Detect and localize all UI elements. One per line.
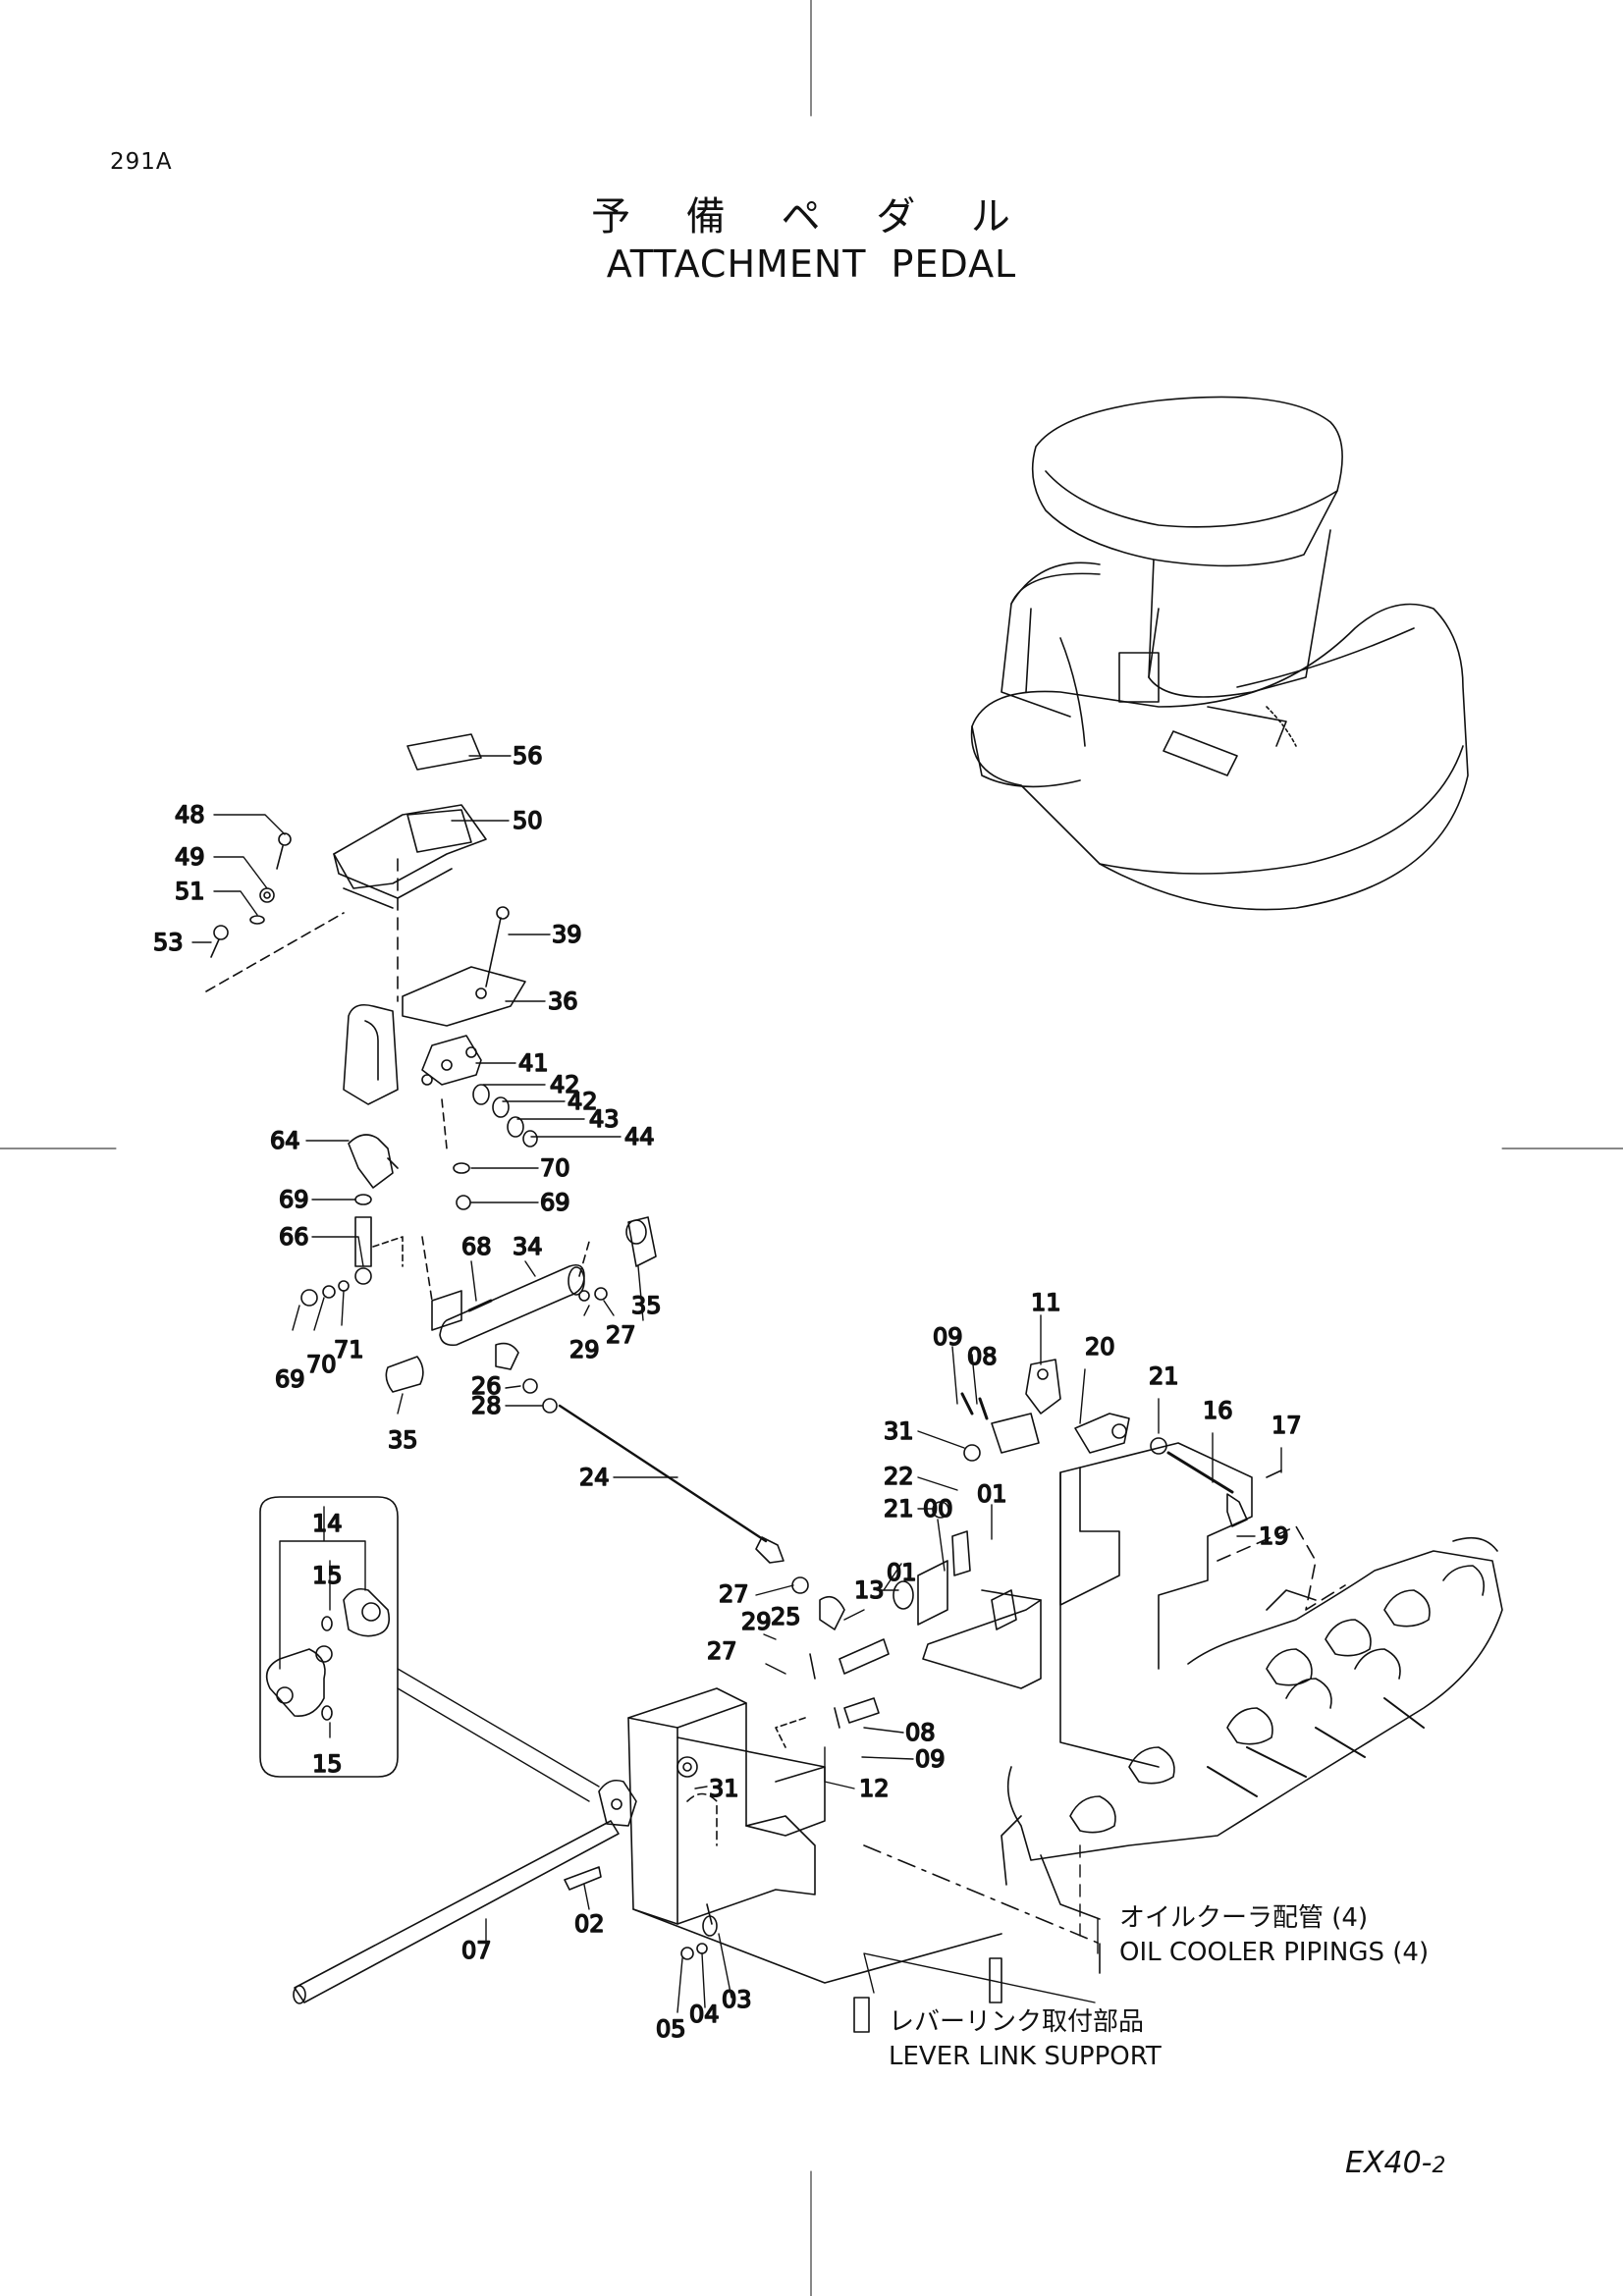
callout-02: 02 [574,1910,605,1938]
callout-13: 13 [854,1576,885,1604]
callout-12: 12 [859,1775,890,1802]
callout-27: 27 [719,1580,749,1608]
callout-69: 69 [540,1189,570,1216]
callout-44: 44 [624,1123,655,1150]
callout-01: 01 [977,1480,1007,1508]
callout-07: 07 [461,1937,492,1964]
callout-39: 39 [552,921,582,948]
note-lever-link-support: LEVER LINK SUPPORT [889,2042,1162,2071]
callout-03: 03 [722,1986,752,2013]
callout-19: 19 [1259,1522,1289,1550]
callout-21: 21 [884,1495,914,1522]
callout-70: 70 [540,1154,570,1182]
callout-27: 27 [606,1321,636,1349]
reference-notes: オイルクーラ配管 (4) OIL COOLER PIPINGS (4) レバーリ… [889,1903,1429,2071]
detail-inset-bearing [259,1496,600,1802]
callout-28: 28 [471,1392,502,1419]
callout-04: 04 [689,2001,720,2028]
callout-36: 36 [548,988,578,1015]
callout-01: 01 [887,1559,917,1586]
callout-42: 42 [550,1071,580,1098]
callout-08: 08 [905,1719,936,1746]
control-valve-assembly [1001,1442,1503,1920]
note-oil-cooler-japanese: オイルクーラ配管 (4) [1119,1903,1368,1933]
callout-11: 11 [1031,1289,1061,1316]
callout-31: 31 [884,1417,914,1445]
callout-43: 43 [589,1105,620,1133]
callout-14: 14 [312,1510,343,1537]
callout-00: 00 [923,1495,953,1522]
callout-09: 09 [933,1323,963,1351]
callout-15: 15 [312,1750,343,1778]
model-number-suffix: 2 [1432,2154,1446,2178]
callout-51: 51 [175,878,205,905]
callout-69: 69 [279,1186,309,1213]
machine-overview-illustration [970,396,1469,911]
callout-numbers: 56 50 48 49 51 53 39 36 41 42 42 43 44 6… [152,741,1302,2044]
model-number: EX40-2 [1345,2146,1446,2180]
callout-22: 22 [884,1463,914,1490]
pedal-bracket-assembly [343,906,538,1210]
callout-29: 29 [741,1608,772,1635]
page-title-japanese: 予 備 ペ ダ ル [591,194,1032,240]
callout-leaders [191,755,1282,2013]
note-lever-link-japanese: レバーリンク取付部品 [889,2007,1144,2037]
callout-34: 34 [513,1233,543,1260]
callout-20: 20 [1085,1333,1115,1361]
link-joint-assembly [300,1134,404,1307]
control-rod [558,1404,845,1630]
callout-53: 53 [153,929,184,956]
callout-42: 42 [568,1088,598,1115]
callout-29: 29 [569,1336,600,1363]
note-oil-cooler: OIL COOLER PIPINGS (4) [1119,1938,1429,1967]
pedal-cover-assembly [205,733,487,1002]
callout-35: 35 [388,1426,418,1454]
callout-41: 41 [518,1049,549,1077]
lever-support-plate [627,1687,1101,1984]
callout-50: 50 [513,807,543,834]
model-number-main: EX40- [1345,2146,1433,2180]
lever-shaft-assembly [293,1779,1002,2033]
callout-09: 09 [915,1745,946,1773]
callout-17: 17 [1271,1412,1302,1439]
callout-66: 66 [279,1223,309,1251]
callout-49: 49 [175,843,205,871]
callout-64: 64 [270,1127,300,1154]
callout-69: 69 [275,1365,305,1393]
lever-link-assembly [775,1359,1282,1748]
pedal-shaft-assembly [385,1216,657,1414]
callout-56: 56 [513,742,543,770]
callout-48: 48 [175,801,205,828]
callout-08: 08 [967,1343,998,1370]
callout-05: 05 [656,2015,686,2043]
callout-16: 16 [1203,1397,1233,1424]
callout-68: 68 [461,1233,492,1260]
callout-31: 31 [709,1775,739,1802]
callout-26: 26 [471,1372,502,1400]
callout-15: 15 [312,1562,343,1589]
callout-24: 24 [579,1464,610,1491]
callout-25: 25 [771,1603,801,1630]
callout-21: 21 [1149,1362,1179,1390]
page-code: 291A [110,149,173,175]
callout-71: 71 [334,1336,364,1363]
page-title: ATTACHMENT PEDAL [606,242,1017,286]
callout-27: 27 [707,1637,737,1665]
callout-35: 35 [631,1292,662,1319]
callout-70: 70 [306,1351,337,1378]
